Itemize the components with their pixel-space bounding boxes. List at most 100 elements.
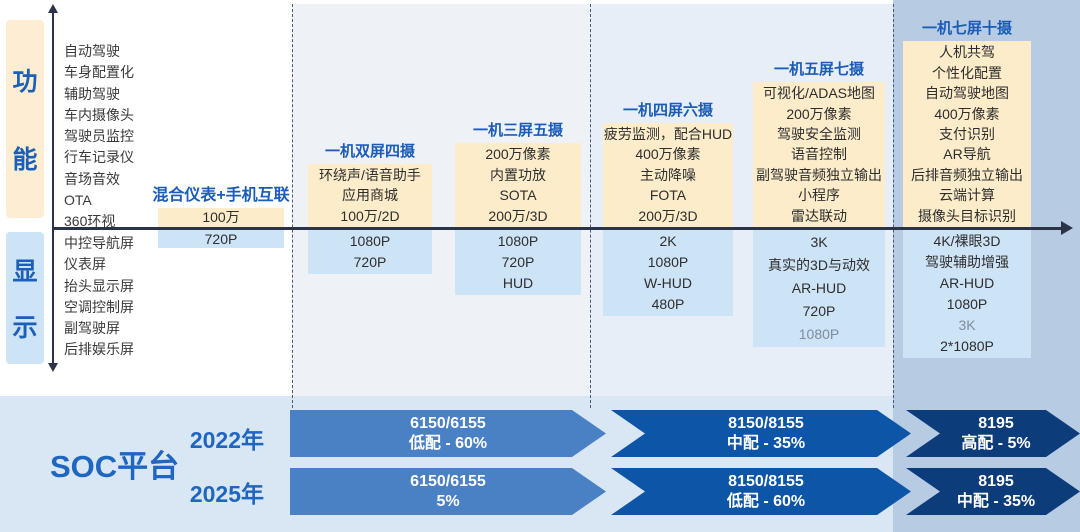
feature-item: 人机共驾 — [939, 44, 995, 61]
display-value: 720P — [802, 303, 836, 319]
feature-item: FOTA — [649, 187, 687, 204]
function-item: 行车记录仪 — [64, 149, 134, 166]
display-value: 3K — [810, 234, 828, 250]
column-separator — [590, 4, 591, 408]
feature-box: 100万 — [158, 208, 284, 227]
vertical-axis-arrow-up-icon — [48, 4, 58, 13]
column-separator — [292, 4, 293, 408]
display-value: 驾驶辅助增强 — [925, 254, 1009, 270]
display-badge-char-1: 显 — [12, 258, 38, 286]
feature-item: 200万/3D — [488, 207, 548, 224]
vertical-axis-line — [52, 12, 54, 364]
display-item: 中控导航屏 — [64, 235, 134, 251]
soc-arrow-2022-6150: 6150/6155 低配 - 60% — [290, 410, 606, 457]
feature-item: 云端计算 — [939, 187, 995, 204]
column-3screen-5cam: 一机三屏五摄 200万像素内置功放 SOTA 200万/3D — [455, 119, 581, 227]
share-label: 中配 - 35% — [956, 492, 1036, 510]
soc-platform-label: SOC平台 — [50, 449, 180, 484]
display-value: HUD — [502, 275, 534, 291]
chip-label: 8150/8155 — [728, 414, 804, 432]
display-value: 3K — [958, 317, 976, 333]
function-badge-char-1: 功 — [12, 68, 38, 96]
column-title: 混合仪表+手机互联 — [152, 187, 290, 204]
column-title: 一机三屏五摄 — [472, 122, 563, 140]
soc-arrow-2022-8150: 8150/8155 中配 - 35% — [611, 410, 911, 457]
feature-item: AR导航 — [943, 146, 991, 163]
feature-item: 副驾驶音频独立输出 — [756, 166, 882, 183]
display-value: 1080P — [497, 233, 539, 249]
function-item: 车内摄像头 — [64, 106, 134, 123]
function-item: 音场音效 — [64, 170, 120, 187]
column-separator — [893, 4, 894, 408]
function-axis-badge: 功 能 — [6, 20, 44, 218]
column-title: 一机五屏七摄 — [773, 61, 864, 79]
column-title: 一机七屏十摄 — [921, 20, 1012, 38]
year-2022-label: 2022年 — [189, 427, 264, 453]
feature-item: 驾驶安全监测 — [777, 125, 861, 142]
horizontal-axis-arrow-right-icon — [1061, 221, 1073, 235]
feature-item: 400万像素 — [934, 105, 1000, 122]
soc-arrow-2025-8150: 8150/8155 低配 - 60% — [611, 468, 911, 515]
chip-label: 8150/8155 — [728, 472, 804, 490]
feature-item: 自动驾驶地图 — [925, 85, 1009, 102]
year-2025-label: 2025年 — [189, 481, 264, 507]
share-label: 5% — [436, 492, 460, 510]
display-value: 2K — [659, 233, 677, 249]
column-title: 一机四屏六摄 — [622, 101, 713, 119]
soc-arrow-2022-8195: 8195 高配 - 5% — [906, 410, 1080, 457]
display-list: 中控导航屏仪表屏抬头显示屏空调控制屏副驾驶屏后排娱乐屏 — [64, 233, 134, 361]
function-item: 驾驶员监控 — [64, 128, 134, 145]
chip-label: 6150/6155 — [410, 414, 486, 432]
vertical-axis-arrow-down-icon — [48, 363, 58, 372]
display-value: 1080P — [798, 326, 840, 342]
display-value: AR-HUD — [939, 275, 995, 291]
display-badge-char-2: 示 — [12, 314, 38, 342]
display-value: 4K/裸眼3D — [933, 233, 1001, 249]
feature-item: SOTA — [499, 187, 537, 204]
display-value: 2*1080P — [940, 338, 994, 354]
feature-item: 200万/3D — [638, 207, 698, 224]
display-value: 720P — [501, 254, 535, 270]
display-item: 仪表屏 — [64, 256, 106, 273]
feature-item: 内置功放 — [490, 166, 546, 183]
feature-item: 环绕声/语音助手 — [319, 166, 421, 183]
function-item: 辅助驾驶 — [64, 85, 120, 102]
feature-item: 雷达联动 — [791, 207, 847, 224]
share-label: 低配 - 60% — [408, 434, 488, 452]
function-item: 车身配置化 — [64, 64, 134, 81]
chip-label: 6150/6155 — [410, 472, 486, 490]
display-item: 空调控制屏 — [64, 298, 134, 315]
feature-item: 小程序 — [798, 187, 840, 204]
feature-item: 语音控制 — [791, 146, 847, 163]
display-box-3screen-5cam: 1080P 720P HUD — [455, 230, 581, 295]
feature-item: 100万/2D — [340, 207, 400, 224]
feature-box: 200万像素内置功放 SOTA 200万/3D — [455, 143, 581, 227]
chip-label: 8195 — [978, 472, 1014, 490]
function-item: 360环视 — [64, 213, 116, 230]
display-box-hybrid-cluster: 720P — [158, 230, 284, 248]
display-value: 真实的3D与动效 — [768, 257, 870, 273]
display-value: 720P — [204, 231, 238, 247]
display-value: 480P — [651, 296, 685, 312]
display-value: 720P — [353, 254, 387, 270]
column-title: 一机双屏四摄 — [324, 142, 415, 160]
display-item: 后排娱乐屏 — [64, 341, 134, 358]
feature-item: 支付识别 — [939, 125, 995, 142]
feature-item: 后排音频独立输出 — [911, 166, 1023, 183]
function-item: OTA — [64, 192, 92, 209]
feature-item: 摄像头目标识别 — [918, 207, 1016, 224]
share-label: 低配 - 60% — [726, 492, 806, 510]
soc-arrow-2025-6150: 6150/6155 5% — [290, 468, 606, 515]
feature-item: 400万像素 — [635, 146, 701, 163]
feature-item: 200万像素 — [485, 146, 551, 163]
chip-label: 8195 — [978, 414, 1014, 432]
